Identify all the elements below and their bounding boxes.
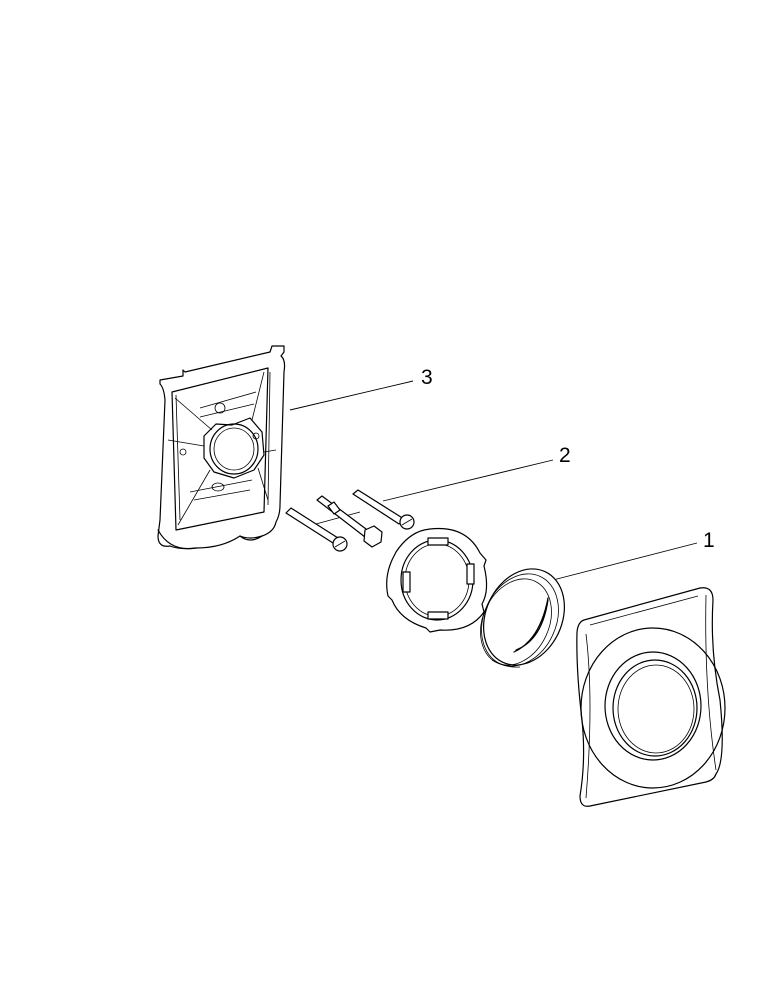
leader-line-2-hidden <box>315 511 361 525</box>
trim-cover-plate <box>576 587 726 807</box>
callout-label-1: 1 <box>703 529 715 552</box>
mounting-bracket <box>157 345 286 550</box>
leader-line-2 <box>382 459 554 502</box>
leader-line-1 <box>552 542 698 581</box>
callout-label-2: 2 <box>559 444 571 467</box>
mounting-screws <box>285 489 415 552</box>
leader-line-3 <box>289 380 414 411</box>
sleeve-ring <box>480 568 566 668</box>
mounting-ring <box>386 527 488 633</box>
callout-label-3: 3 <box>421 366 433 389</box>
